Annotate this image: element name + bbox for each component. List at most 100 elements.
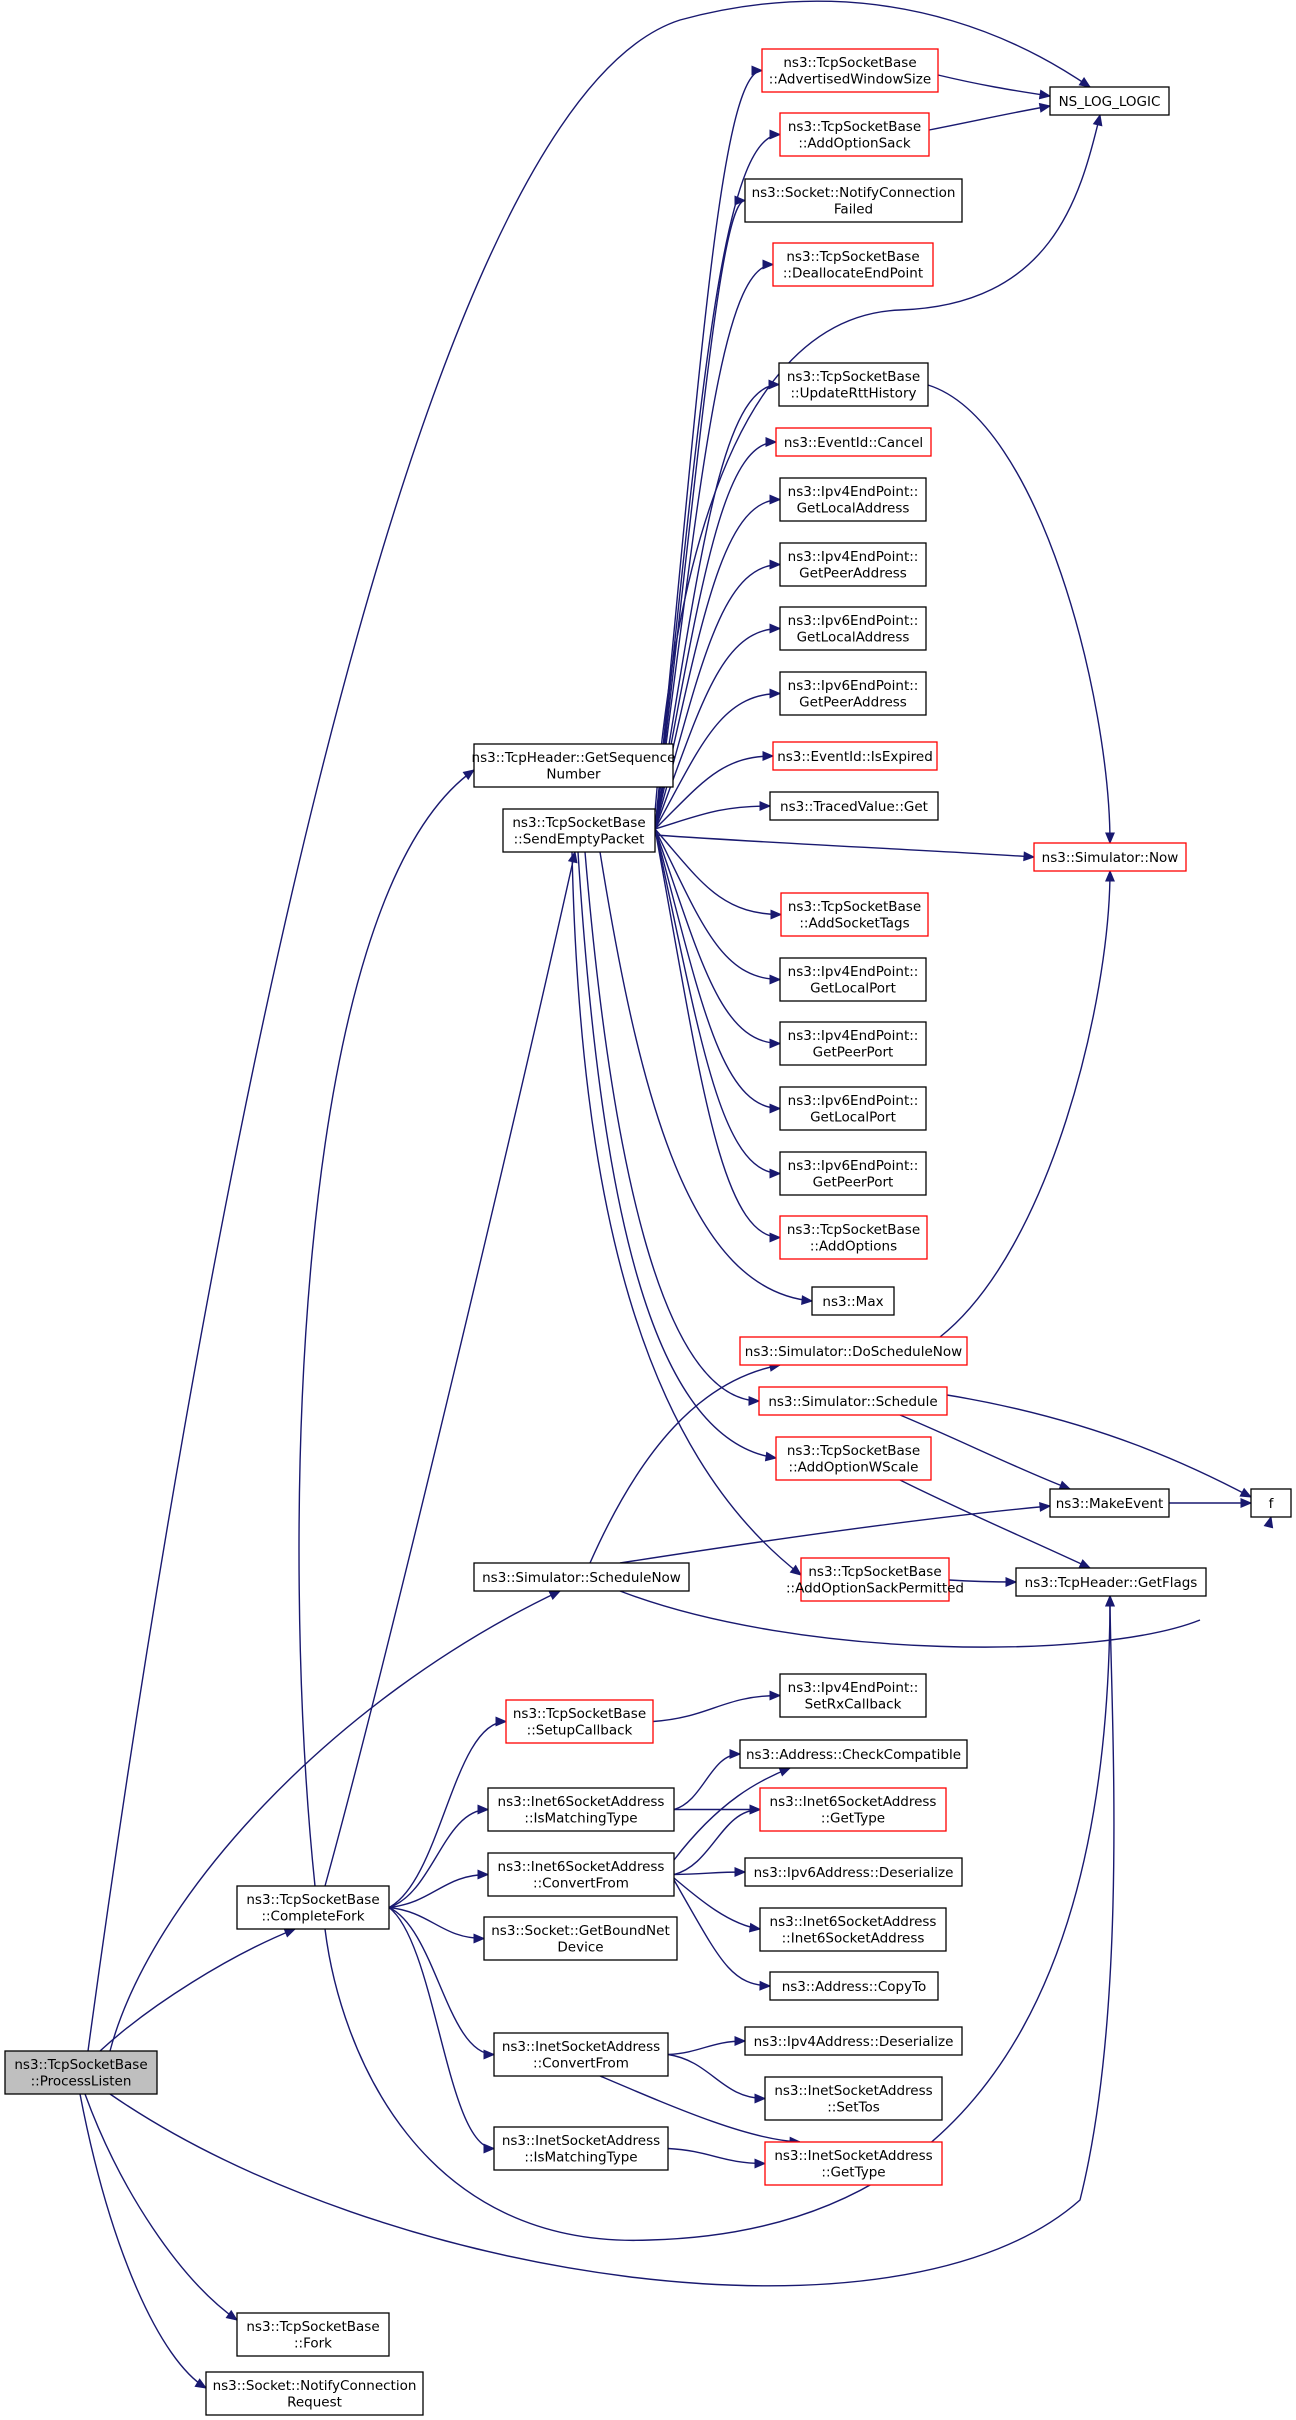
edge-send-empty-packet-to-add-option-sack-arrowhead bbox=[769, 129, 782, 140]
node-label: ns3::TcpSocketBase bbox=[512, 815, 645, 831]
edge-inet6-convert-from-to-ipv6-deserialize-arrowhead bbox=[734, 1867, 747, 1877]
node-label: ns3::Ipv6EndPoint:: bbox=[788, 678, 919, 694]
edge-send-empty-packet-to-ipv4ep-get-peer-port bbox=[654, 828, 781, 1045]
node-label: ns3::Simulator::Schedule bbox=[768, 1394, 937, 1410]
edge-setup-callback-to-ipv4ep-set-rx-callback-arrowhead bbox=[769, 1690, 782, 1701]
node-inet-is-matching-box bbox=[493, 2126, 669, 2171]
node-simulator-schedule-box[interactable] bbox=[758, 1386, 948, 1416]
node-label: ::AddOptionSackPermitted bbox=[786, 1581, 964, 1597]
node-add-option-wscale-box[interactable] bbox=[775, 1436, 932, 1481]
edge-add-option-sack-permitted-to-tcp-get-flags-arrowhead bbox=[1005, 1577, 1018, 1587]
edge-complete-fork-to-inet6-convert-from bbox=[388, 1873, 489, 1909]
node-label: ::ConvertFrom bbox=[533, 2056, 629, 2072]
edge-send-empty-packet-to-ipv6ep-get-peer-address bbox=[654, 692, 781, 830]
node-deallocate-end-point[interactable]: ns3::TcpSocketBase::DeallocateEndPoint bbox=[772, 242, 934, 287]
edge-update-rtt-history-to-simulator-now-arrowhead bbox=[1105, 832, 1115, 845]
node-simulator-now[interactable]: ns3::Simulator::Now bbox=[1033, 842, 1187, 872]
node-label: GetPeerAddress bbox=[799, 695, 907, 711]
edge-send-empty-packet-to-ipv6ep-get-peer-port bbox=[654, 828, 781, 1175]
edge-process-listen-to-schedule-now bbox=[109, 1590, 561, 2052]
edge-send-empty-packet-to-notify-conn-failed bbox=[654, 199, 746, 830]
node-ipv4ep-get-peer-address: ns3::Ipv4EndPoint::GetPeerAddress bbox=[779, 542, 927, 587]
node-tcp-get-flags-box bbox=[1015, 1567, 1207, 1597]
node-ipv4ep-get-peer-port: ns3::Ipv4EndPoint::GetPeerPort bbox=[779, 1021, 927, 1066]
edge-send-empty-packet-to-ipv6ep-get-local-port bbox=[654, 828, 781, 1110]
node-ipv6ep-get-local-port-box bbox=[779, 1086, 927, 1131]
node-label: ns3::TcpSocketBase bbox=[787, 369, 920, 385]
node-make-event-box bbox=[1049, 1488, 1170, 1518]
edge-send-empty-packet-to-ipv6ep-get-local-port-arrowhead bbox=[769, 1103, 782, 1114]
node-event-cancel[interactable]: ns3::EventId::Cancel bbox=[775, 427, 932, 457]
node-inet6-get-type[interactable]: ns3::Inet6SocketAddress::GetType bbox=[759, 1787, 947, 1832]
edge-send-empty-packet-to-simulator-now bbox=[654, 834, 1035, 858]
node-label: ns3::InetSocketAddress bbox=[774, 2083, 932, 2099]
node-ipv4ep-set-rx-callback-box bbox=[779, 1673, 927, 1718]
node-add-option-sack-permitted[interactable]: ns3::TcpSocketBase::AddOptionSackPermitt… bbox=[786, 1557, 964, 1602]
node-label: ns3::TcpSocketBase bbox=[786, 249, 919, 265]
node-add-option-sack-box[interactable] bbox=[779, 112, 930, 157]
node-label: ::CompleteFork bbox=[261, 1909, 364, 1925]
node-inet6-get-type-box[interactable] bbox=[759, 1787, 947, 1832]
node-event-is-expired[interactable]: ns3::EventId::IsExpired bbox=[772, 741, 938, 771]
node-add-socket-tags[interactable]: ns3::TcpSocketBase::AddSocketTags bbox=[780, 892, 929, 937]
node-send-empty-packet-box bbox=[502, 808, 656, 853]
edge-send-empty-packet-to-deallocate-end-point-arrowhead bbox=[762, 259, 775, 270]
node-label: GetPeerPort bbox=[813, 1045, 894, 1061]
edge-inet6-convert-from-to-address-copy-to-arrowhead bbox=[759, 1980, 772, 1991]
edge-complete-fork-to-tcp-get-flags bbox=[324, 1595, 1111, 2241]
edge-complete-fork-to-inet-convert-from bbox=[388, 1906, 495, 2056]
edge-inet6-is-matching-to-address-check-compatible-arrowhead bbox=[729, 1749, 742, 1759]
edge-complete-fork-to-get-bound-net-device bbox=[388, 1906, 485, 1940]
node-simulator-schedule[interactable]: ns3::Simulator::Schedule bbox=[758, 1386, 948, 1416]
edge-process-listen-to-fork bbox=[84, 2093, 238, 2321]
edge-inet6-convert-from-to-inet6-ctor-arrowhead bbox=[748, 1922, 762, 1933]
edge-send-empty-packet-to-event-is-expired-arrowhead bbox=[762, 751, 775, 761]
node-label: ns3::TcpSocketBase bbox=[788, 119, 921, 135]
node-add-options[interactable]: ns3::TcpSocketBase::AddOptions bbox=[779, 1215, 928, 1260]
node-inet-get-type[interactable]: ns3::InetSocketAddress::GetType bbox=[764, 2141, 943, 2186]
edge-send-empty-packet-to-event-cancel bbox=[654, 441, 777, 830]
node-setup-callback-box[interactable] bbox=[505, 1699, 654, 1744]
node-ipv4ep-set-rx-callback: ns3::Ipv4EndPoint::SetRxCallback bbox=[779, 1673, 927, 1718]
node-advertised-window-size[interactable]: ns3::TcpSocketBase::AdvertisedWindowSize bbox=[761, 48, 939, 93]
node-event-is-expired-box[interactable] bbox=[772, 741, 938, 771]
node-event-cancel-box[interactable] bbox=[775, 427, 932, 457]
node-label: ns3::Ipv4EndPoint:: bbox=[788, 549, 919, 565]
node-add-option-sack-permitted-box[interactable] bbox=[800, 1557, 950, 1602]
node-label: ::AddSocketTags bbox=[799, 916, 909, 932]
node-ipv6-deserialize: ns3::Ipv6Address::Deserialize bbox=[744, 1857, 963, 1887]
node-label: ns3::TcpSocketBase bbox=[513, 1706, 646, 1722]
node-add-option-wscale[interactable]: ns3::TcpSocketBase::AddOptionWScale bbox=[775, 1436, 932, 1481]
node-do-schedule-now-box[interactable] bbox=[739, 1336, 968, 1366]
node-simulator-now-box[interactable] bbox=[1033, 842, 1187, 872]
node-add-option-sack[interactable]: ns3::TcpSocketBase::AddOptionSack bbox=[779, 112, 930, 157]
node-f-box bbox=[1250, 1488, 1292, 1518]
node-label: ns3::Ipv6EndPoint:: bbox=[788, 1158, 919, 1174]
node-add-options-box[interactable] bbox=[779, 1215, 928, 1260]
node-ipv6ep-get-local-port: ns3::Ipv6EndPoint::GetLocalPort bbox=[779, 1086, 927, 1131]
node-inet-get-type-box[interactable] bbox=[764, 2141, 943, 2186]
node-advertised-window-size-box[interactable] bbox=[761, 48, 939, 93]
node-address-copy-to-box bbox=[769, 1971, 939, 2001]
node-add-socket-tags-box[interactable] bbox=[780, 892, 929, 937]
edge-add-option-sack-to-ns-log-logic-arrowhead bbox=[1038, 102, 1052, 113]
edge-inet-is-matching-to-inet-get-type-arrowhead bbox=[754, 2158, 767, 2169]
node-label: ns3::Simulator::ScheduleNow bbox=[482, 1570, 681, 1586]
edge-send-empty-packet-to-add-option-sack-permitted bbox=[571, 851, 802, 1576]
node-label: ::SetTos bbox=[827, 2100, 880, 2116]
node-deallocate-end-point-box[interactable] bbox=[772, 242, 934, 287]
node-label: ::SetupCallback bbox=[527, 1723, 633, 1739]
edge-inet-convert-from-to-ipv4-deserialize-arrowhead bbox=[734, 2036, 747, 2046]
node-traced-value-get: ns3::TracedValue::Get bbox=[769, 791, 939, 821]
edge-setup-callback-to-ipv4ep-set-rx-callback bbox=[652, 1694, 781, 1723]
edge-inet-convert-from-to-inet-get-type bbox=[599, 2075, 801, 2143]
node-setup-callback[interactable]: ns3::TcpSocketBase::SetupCallback bbox=[505, 1699, 654, 1744]
node-label: ns3::TcpSocketBase bbox=[788, 899, 921, 915]
edge-inet6-convert-from-to-address-check-compatible bbox=[673, 1767, 791, 1861]
node-do-schedule-now[interactable]: ns3::Simulator::DoScheduleNow bbox=[739, 1336, 968, 1366]
edge-schedule-now-to-do-schedule-now bbox=[589, 1364, 781, 1564]
node-label: ns3::Inet6SocketAddress bbox=[770, 1914, 937, 1930]
edge-complete-fork-to-inet6-is-matching bbox=[388, 1808, 489, 1909]
